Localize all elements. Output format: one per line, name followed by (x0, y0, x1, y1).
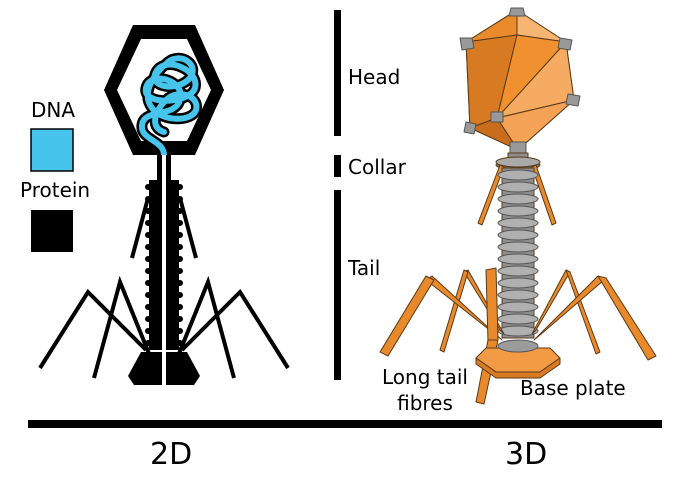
label-base-plate: Base plate (520, 376, 626, 400)
legend-protein-swatch (31, 210, 73, 252)
scale-bar-collar (334, 155, 341, 177)
label-tail: Tail (348, 256, 381, 280)
phage-2d (38, 25, 290, 388)
view-label-3d: 3D (505, 437, 548, 472)
legend-protein-label: Protein (20, 178, 91, 202)
long-tail-fibres-3d (379, 267, 657, 405)
view-label-2d: 2D (150, 437, 193, 472)
legend-dna-swatch (30, 128, 74, 172)
tail-fibres-2d (38, 197, 290, 379)
dna-coil-2d (136, 52, 202, 161)
baseline (28, 420, 662, 428)
phage-3d (379, 7, 657, 405)
tail-sheath-3d (497, 167, 539, 339)
label-head: Head (348, 65, 401, 89)
base-plate-3d (475, 339, 561, 379)
head-3d (459, 7, 581, 155)
label-long-tail-fibres-line1: Long tail (382, 365, 468, 389)
label-collar: Collar (348, 155, 406, 179)
scale-bar-tail (334, 190, 341, 380)
legend-dna-label: DNA (31, 98, 76, 122)
label-long-tail-fibres-line2: fibres (397, 391, 453, 415)
scale-bar-head (334, 10, 341, 136)
